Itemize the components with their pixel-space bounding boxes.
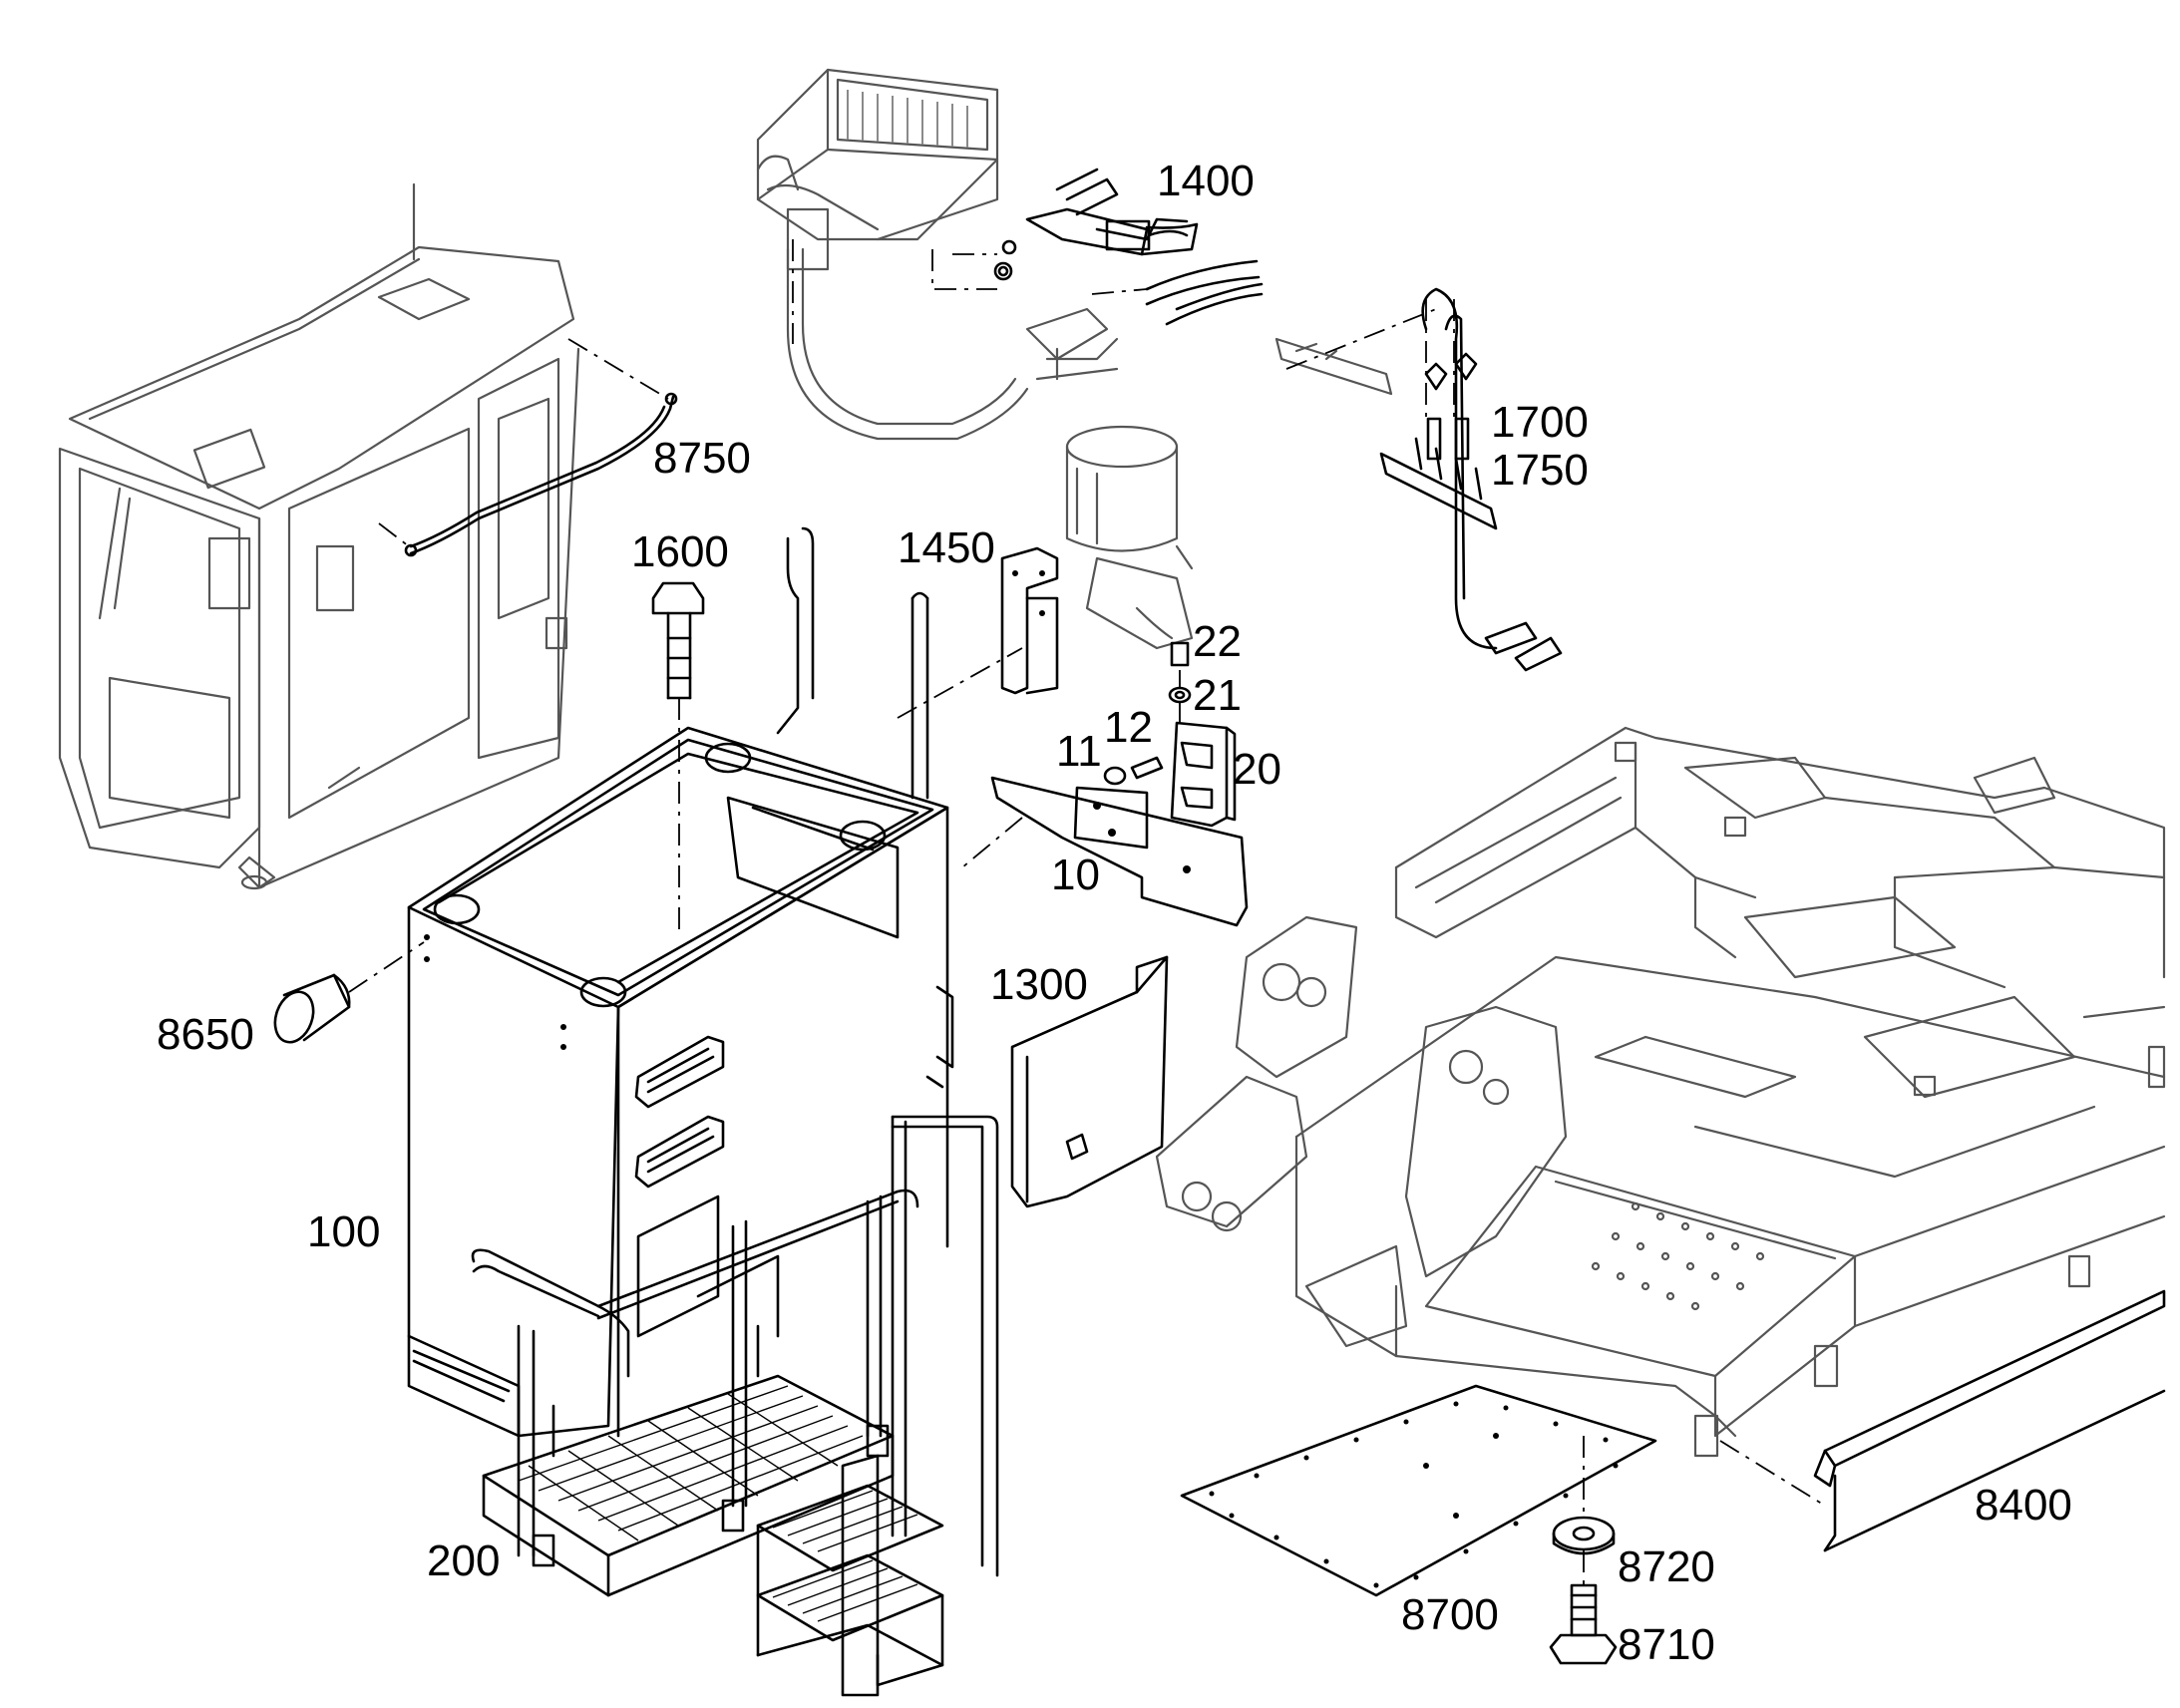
label-8720: 8720 <box>1618 1542 1715 1591</box>
reservoir-1450 <box>897 425 1194 719</box>
platform-200 <box>471 1115 999 1697</box>
label-1300: 1300 <box>990 960 1088 1009</box>
label-10: 10 <box>1051 851 1100 899</box>
label-8650: 8650 <box>157 1010 254 1059</box>
label-1450: 1450 <box>898 523 995 572</box>
label-8400: 8400 <box>1975 1481 2072 1530</box>
cap-8650 <box>273 941 425 1044</box>
washer-8720 <box>1552 1516 1616 1555</box>
machine-chassis <box>1155 726 2166 1458</box>
label-22: 22 <box>1193 617 1242 666</box>
label-1750: 1750 <box>1491 446 1589 495</box>
label-8750: 8750 <box>653 434 751 483</box>
callout-labels: 1400 8750 1700 1750 1600 1450 22 21 12 1… <box>157 157 2072 1669</box>
label-1400: 1400 <box>1157 157 1255 205</box>
label-12: 12 <box>1104 703 1153 752</box>
label-11: 11 <box>1056 727 1102 776</box>
side-strip-8400 <box>1719 1289 2166 1552</box>
cover-panel-1300 <box>1010 955 1169 1208</box>
bolt-1600 <box>651 581 705 937</box>
label-1600: 1600 <box>631 527 729 576</box>
label-20: 20 <box>1233 745 1281 794</box>
heater-unit-1400 <box>756 68 1264 441</box>
bolt-8710 <box>1549 1436 1618 1665</box>
sensor-bracket-1700-1750 <box>1274 287 1563 672</box>
label-100: 100 <box>307 1207 380 1256</box>
operator-cab <box>58 182 580 890</box>
cab-handrail-8750 <box>378 338 678 557</box>
label-1700: 1700 <box>1491 398 1589 447</box>
label-21: 21 <box>1193 671 1242 720</box>
label-200: 200 <box>427 1537 500 1585</box>
label-8700: 8700 <box>1401 1590 1499 1639</box>
mounting-bracket-set <box>961 641 1249 927</box>
cabinet-100 <box>407 526 954 1438</box>
bottom-plate-8700 <box>1180 1384 1657 1597</box>
label-8710: 8710 <box>1618 1620 1715 1669</box>
